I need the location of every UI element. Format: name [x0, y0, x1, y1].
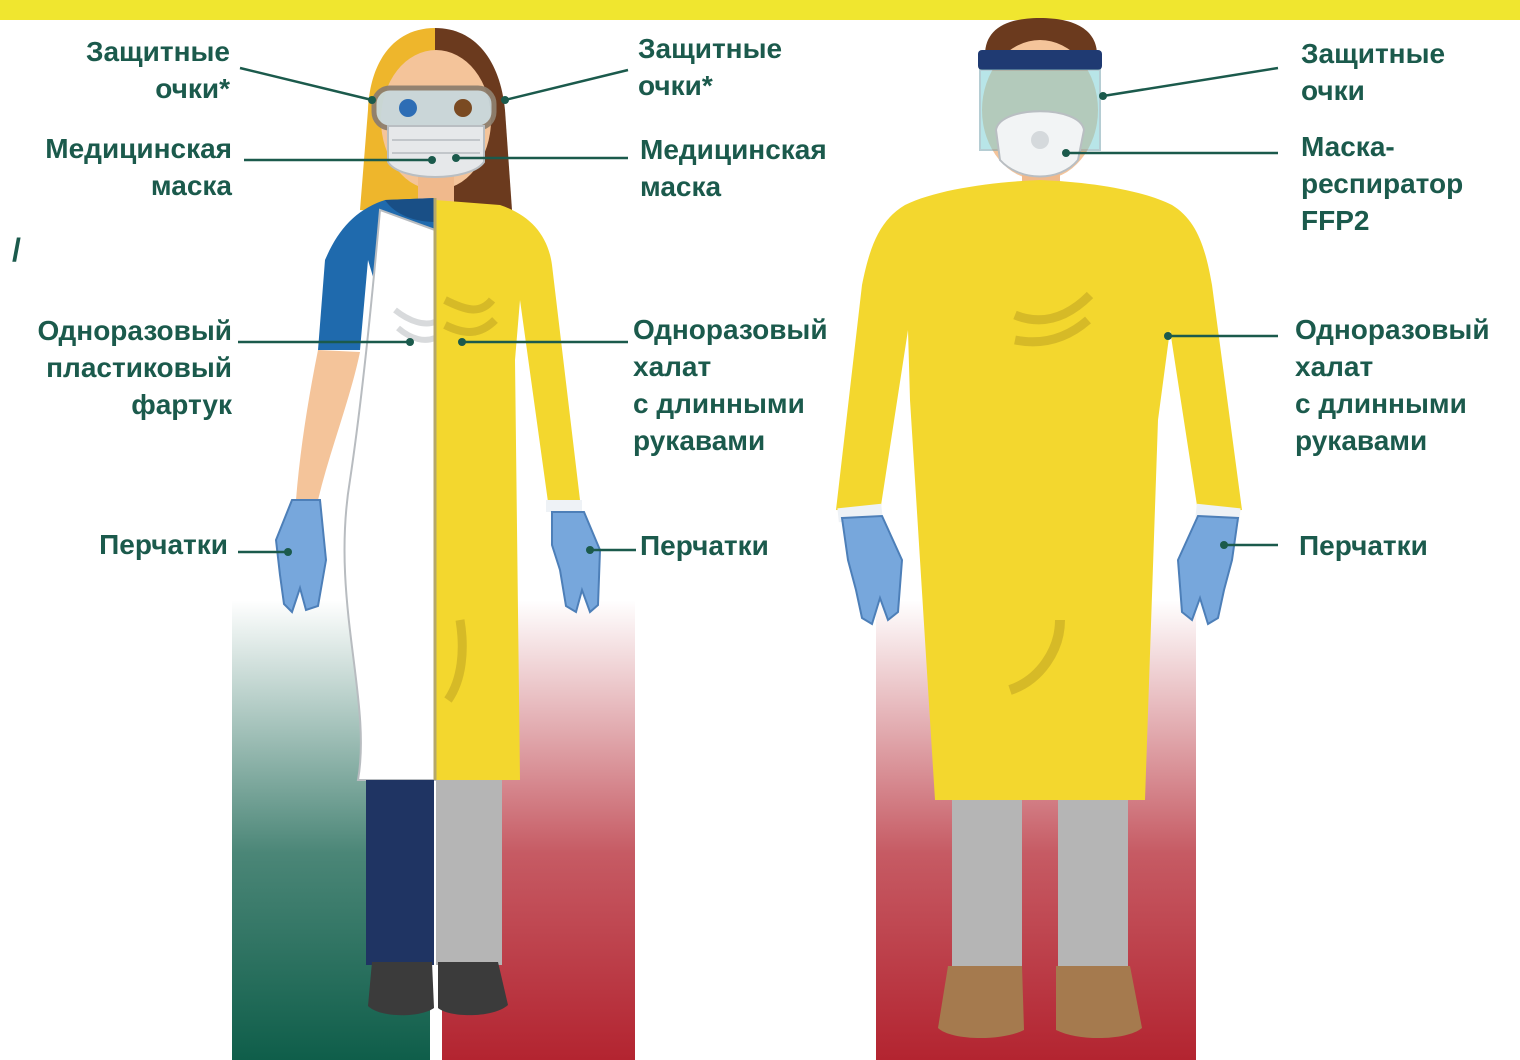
- shoe-left: [938, 966, 1024, 1038]
- label-plastic-apron: Одноразовый пластиковый фартук: [37, 312, 232, 423]
- label-gown-right-figure: Одноразовый халат с длинными рукавами: [1295, 311, 1490, 459]
- label-gloves-left: Перчатки: [99, 526, 228, 563]
- shoe-right: [1056, 966, 1142, 1038]
- label-goggles-right: Защитные очки*: [638, 30, 782, 104]
- label-medical-mask-right: Медицинская маска: [640, 131, 827, 205]
- shoe-right: [438, 962, 508, 1015]
- glove-right-icon: [552, 512, 600, 612]
- trouser-left: [366, 780, 434, 965]
- label-goggles-left: Защитные очки*: [86, 33, 230, 107]
- label-gown-left-figure: Одноразовый халат с длинными рукавами: [633, 311, 828, 459]
- glove-left-icon: [276, 500, 326, 612]
- face-shield-band-icon: [978, 50, 1102, 70]
- glove-right-icon: [1178, 516, 1238, 624]
- goggles-icon: [374, 88, 494, 128]
- label-gloves-right: Перчатки: [640, 527, 769, 564]
- label-ffp2-respirator: Маска- респиратор FFP2: [1301, 128, 1463, 239]
- trouser-right: [436, 780, 502, 965]
- glove-left-icon: [842, 516, 902, 624]
- label-goggles-ffp2: Защитные очки: [1301, 35, 1445, 109]
- label-gloves-ffp2: Перчатки: [1299, 527, 1428, 564]
- medical-mask-icon: [388, 126, 484, 177]
- shoe-left: [368, 962, 434, 1015]
- label-medical-mask-left: Медицинская маска: [45, 130, 232, 204]
- separator-slash: /: [12, 232, 21, 269]
